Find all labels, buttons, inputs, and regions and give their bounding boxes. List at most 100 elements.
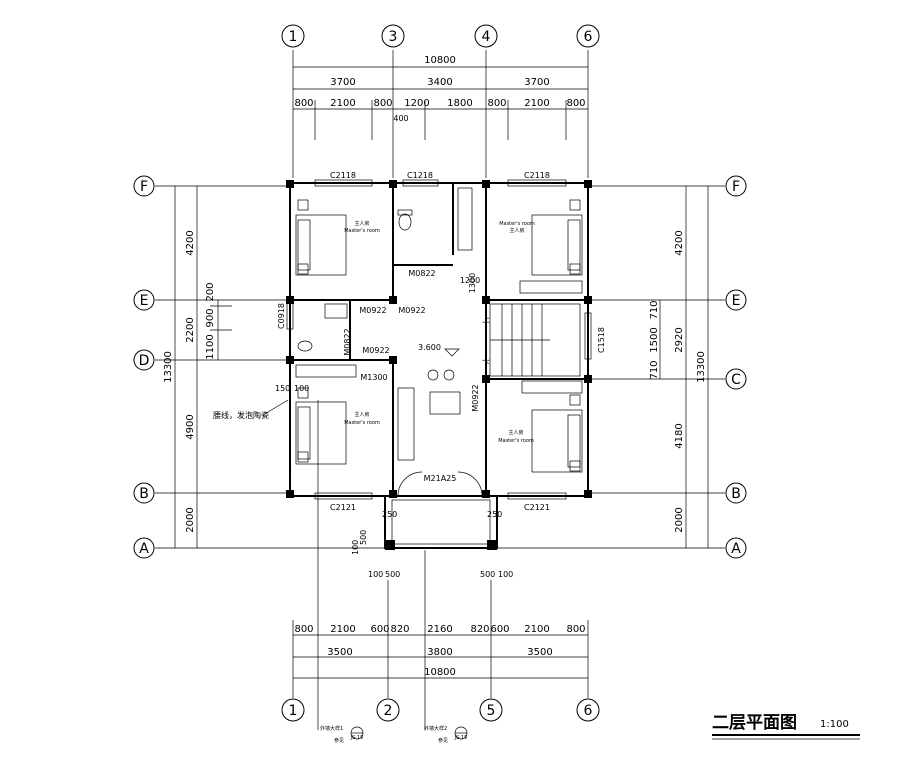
bottom-dimensions: 800 2100 600 820 2160 820 600 2100 800 3…	[292, 400, 589, 730]
axis-top-1: 1	[289, 29, 298, 45]
room-bl-cn: 主人房	[354, 411, 369, 418]
axis-bot-1: 1	[289, 703, 298, 719]
axis-left-B: B	[139, 486, 149, 502]
win-c2118-right: C2118	[524, 171, 550, 180]
axis-left-E: E	[140, 293, 149, 309]
axis-right-F: F	[732, 179, 740, 195]
dim-bot-mid-3: 3500	[527, 647, 552, 658]
dim-bot-d3: 600	[370, 624, 389, 635]
axis-right-C: C	[731, 372, 741, 388]
door-m0922-c: M0922	[362, 346, 389, 355]
detail2-no: JS-15	[454, 735, 468, 741]
room-br-en: Master's room	[498, 438, 534, 444]
detail1-no: JS-15	[350, 735, 364, 741]
axis-bot-6: 6	[584, 703, 593, 719]
dim-right-4200: 4200	[674, 230, 685, 255]
dim-left-4200: 4200	[185, 230, 196, 255]
dim-top-d7: 2100	[524, 98, 549, 109]
dim-bot-total: 10800	[424, 667, 456, 678]
dim-bot-d4: 820	[390, 624, 409, 635]
dim-right-2920: 2920	[674, 327, 685, 352]
stairs: 上 下	[482, 303, 581, 377]
detail1-ref: 参见	[334, 737, 344, 744]
top-axis-bubbles: 1 3 4 6	[281, 24, 600, 48]
dim-100c: 100	[351, 540, 360, 555]
dim-bot-d6: 820	[470, 624, 489, 635]
dim-top-mid-1: 3700	[330, 77, 355, 88]
dim-bot-mid-2: 3800	[427, 647, 452, 658]
level-mark: 3.600	[418, 343, 441, 352]
door-m0922-b: M0922	[398, 306, 425, 315]
door-m21a25: M21A25	[424, 474, 457, 483]
axis-top-3: 3	[389, 29, 398, 45]
detail1-label: 外墙大样1	[320, 725, 343, 732]
door-m0922-right: M0922	[471, 384, 480, 411]
axis-bot-2: 2	[384, 703, 393, 719]
dim-100d: 100	[498, 570, 513, 579]
dim-right-2000: 2000	[674, 507, 685, 532]
win-c2118-left: C2118	[330, 171, 356, 180]
dim-left-4900: 4900	[185, 414, 196, 439]
dim-bot-d8: 2100	[524, 624, 549, 635]
dim-100b: 100	[368, 570, 383, 579]
dim-left-900: 900	[205, 308, 216, 327]
win-c2121-right: C2121	[524, 503, 550, 512]
room-tl-en: Master's room	[344, 228, 380, 234]
dim-top-d2: 2100	[330, 98, 355, 109]
bottom-axis-bubbles: 1 2 5 6	[281, 698, 600, 722]
axis-bot-5: 5	[487, 703, 496, 719]
walls	[286, 179, 592, 550]
left-axes: F E D B A 13300 4200 2200 4900 2000 200 …	[133, 175, 385, 559]
door-m0822-left: M0822	[343, 328, 352, 355]
room-tr-en: Master's room	[499, 221, 535, 227]
dim-bot-d1: 800	[294, 624, 313, 635]
room-br-cn: 主人房	[508, 429, 523, 436]
dim-top-400: 400	[393, 114, 408, 123]
dim-top-total: 10800	[424, 55, 456, 66]
dim-left-1100: 1100	[205, 334, 216, 359]
axis-right-B: B	[731, 486, 741, 502]
dim-top-mid-3: 3700	[524, 77, 549, 88]
top-dimensions: 10800 3700 3400 3700 800 2100 800 1200 1…	[292, 50, 589, 178]
axis-top-4: 4	[482, 29, 491, 45]
win-c0918: C0918	[277, 303, 286, 329]
misc-dims: 150 100 250 250 100 500 100 500 500 100 …	[213, 273, 513, 579]
title-text: 二层平面图	[712, 713, 797, 733]
dim-top-d5: 1800	[447, 98, 472, 109]
win-c2121-left: C2121	[330, 503, 356, 512]
win-c1218: C1218	[407, 171, 433, 180]
right-axes: F E C B A 13300 4200 2920 4180 2000 710 …	[497, 175, 747, 559]
waist-line-note: 腰线，发泡陶瓷	[213, 410, 269, 420]
dim-right-4180: 4180	[674, 423, 685, 448]
furniture	[295, 187, 583, 473]
dim-right-710b: 710	[649, 360, 660, 379]
dim-right-710a: 710	[649, 300, 660, 319]
room-bl-en: Master's room	[344, 420, 380, 426]
door-m1300: M1300	[360, 373, 387, 382]
room-tr-cn: 主人房	[509, 227, 524, 234]
drawing-title: 二层平面图 1:100	[712, 713, 860, 740]
dim-bot-d2: 2100	[330, 624, 355, 635]
door-m0922-a: M0922	[359, 306, 386, 315]
axis-right-A: A	[731, 541, 741, 557]
dim-500b: 500	[359, 530, 368, 545]
detail2-label: 外墙大样2	[424, 725, 447, 732]
axis-left-F: F	[140, 179, 148, 195]
dim-bot-mid-1: 3500	[327, 647, 352, 658]
win-c1518: C1518	[597, 327, 606, 353]
stair-down: 下	[482, 359, 490, 368]
stair-up: 上	[482, 315, 490, 324]
dim-250-left: 250	[382, 510, 397, 519]
dim-top-d4: 1200	[404, 98, 429, 109]
dim-1200: 1200	[460, 276, 480, 285]
dim-bot-d9: 800	[566, 624, 585, 635]
dim-right-total: 13300	[696, 351, 707, 383]
dim-left-total: 13300	[163, 351, 174, 383]
dim-top-d1: 800	[294, 98, 313, 109]
dim-bot-d5: 2160	[427, 624, 452, 635]
detail2-ref: 参见	[438, 737, 448, 744]
dim-top-d8: 800	[566, 98, 585, 109]
room-tl-cn: 主人房	[354, 220, 369, 227]
detail-callouts: 外墙大样1 参见 JS-15 外墙大样2 参见 JS-15	[320, 725, 467, 744]
